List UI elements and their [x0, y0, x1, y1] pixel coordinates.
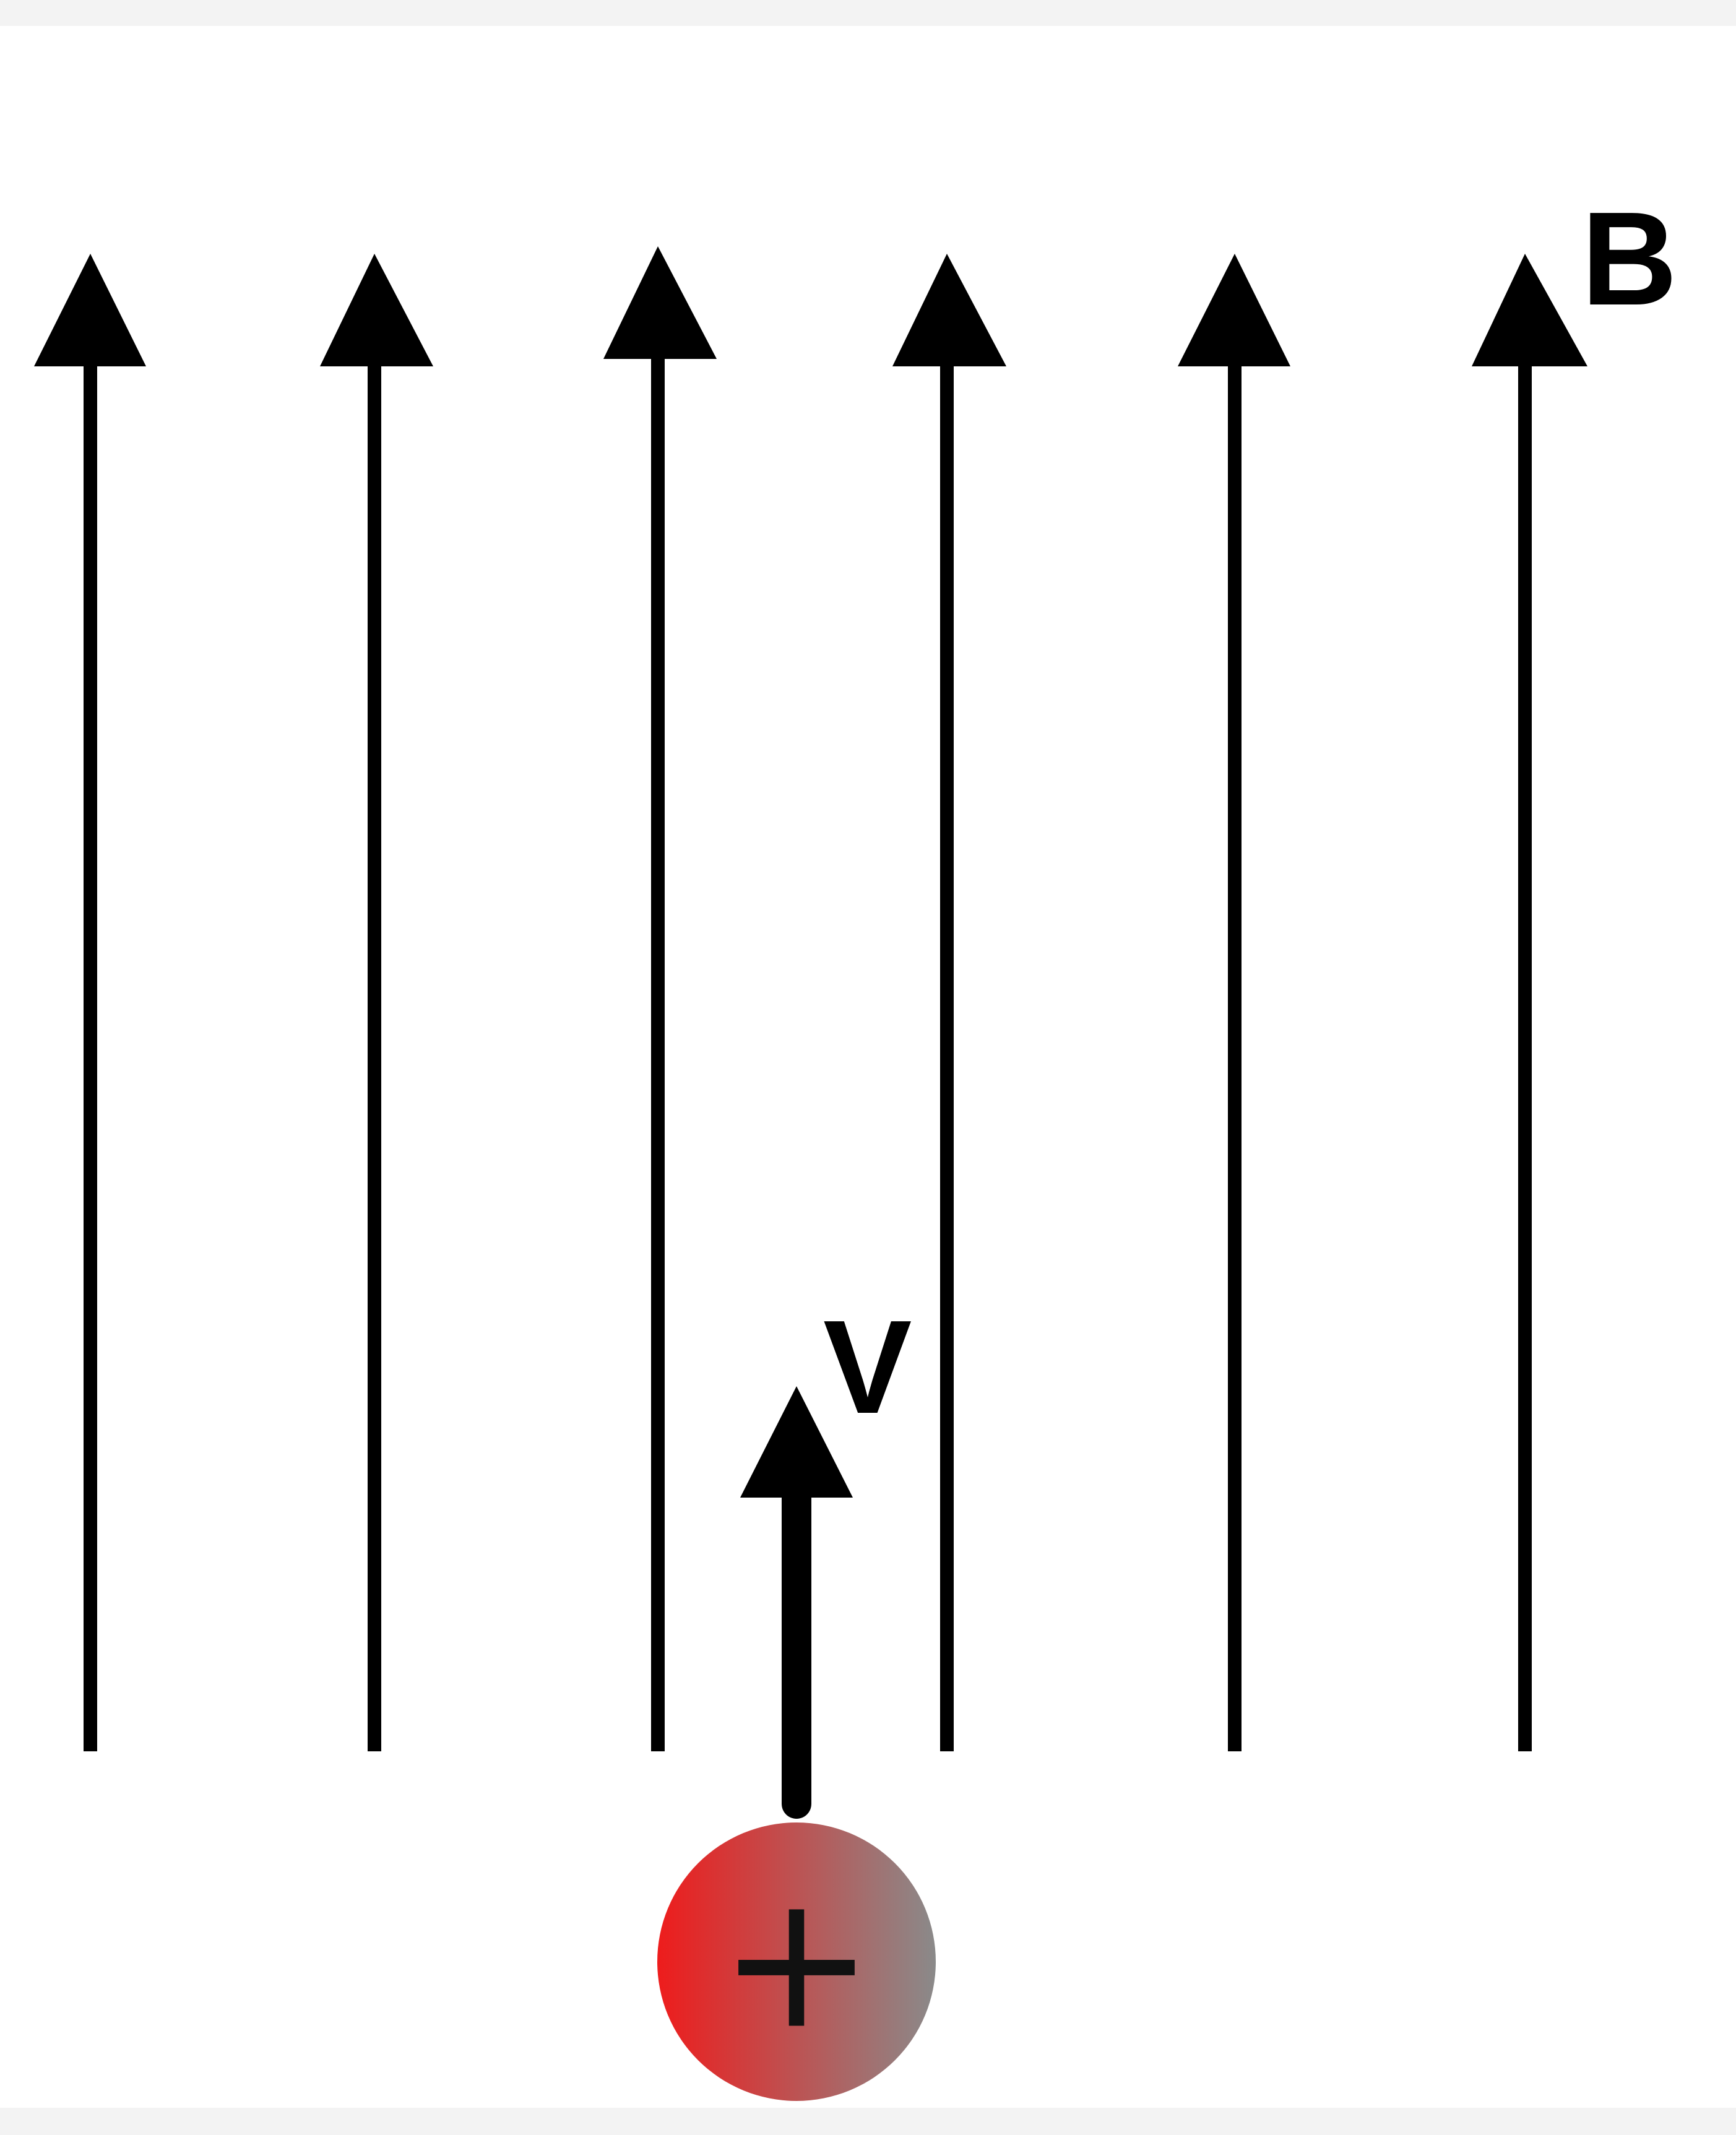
arrowhead-icon: [320, 254, 433, 366]
arrowhead-icon: [892, 254, 1006, 366]
charge-circle: [657, 1822, 936, 2101]
field-line: [1178, 254, 1290, 1751]
field-line: [603, 246, 717, 1751]
field-line: [320, 254, 433, 1751]
positive-charge: +: [657, 1822, 936, 2101]
field-line: [1472, 254, 1587, 1751]
charge-sign: +: [719, 1854, 874, 2070]
velocity-vector: [740, 1386, 853, 1819]
arrowhead-icon: [1472, 254, 1587, 366]
arrowhead-icon: [603, 246, 717, 359]
field-lines: [34, 246, 1587, 1751]
velocity-arrowhead-icon: [740, 1386, 853, 1498]
field-line: [34, 254, 146, 1751]
arrowhead-icon: [1178, 254, 1290, 366]
diagram-background: [0, 26, 1736, 2108]
velocity-label: V: [823, 1292, 912, 1441]
field-label: B: [1581, 184, 1677, 333]
field-line: [892, 254, 1006, 1751]
arrowhead-icon: [34, 254, 146, 366]
